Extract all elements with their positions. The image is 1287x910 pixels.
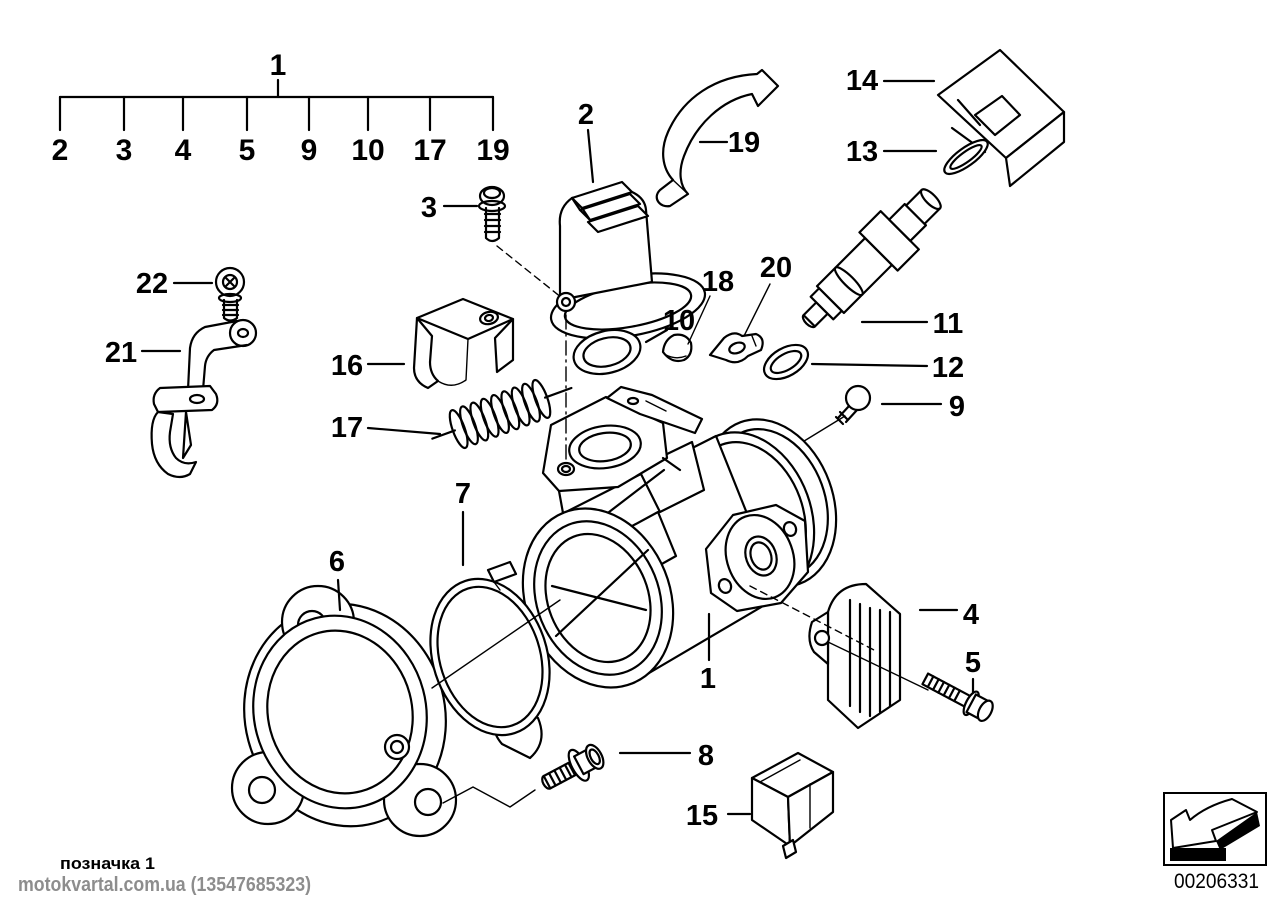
part-22-screw [214,266,248,334]
callout-15: 15 [686,800,718,832]
legend-child-label: 10 [351,134,384,167]
legend-parent-label: 1 [270,49,287,82]
part-14-connector-housing [936,48,1066,188]
callout-2: 2 [578,99,594,131]
callout-13: 13 [846,136,878,168]
part-15-cover-cap [750,751,835,860]
legend-child-label: 19 [476,134,509,167]
callout-7: 7 [455,478,471,510]
diagram-number: 00206331 [1174,870,1259,893]
legend-child-label: 4 [175,134,192,167]
diagram-number-stamp: 00206331 [1163,792,1267,893]
callout-20: 20 [760,252,792,284]
part-1-throttle-body [492,385,838,760]
part-19-retaining-clip [655,68,780,208]
part-17-spring [431,378,573,450]
corner-arrow-icon [1170,798,1260,861]
construction-lines [565,314,875,651]
callout-18: 18 [702,266,734,298]
labels: 1 2 3 4 5 9 10 17 19 3 2 19 14 13 11 12 … [52,49,981,832]
callout-10: 10 [663,305,695,337]
callout-17: 17 [331,412,363,444]
legend-child-label: 5 [239,134,256,167]
callout-1: 1 [700,663,716,695]
legend-child-label: 9 [301,134,318,167]
part-21-bracket [150,318,258,479]
legend-child-label: 17 [413,134,446,167]
note-link[interactable]: позначка 1 [60,854,155,873]
callout-11: 11 [933,308,964,340]
part-16-cable-cover [412,297,515,390]
callout-6: 6 [329,546,345,578]
callout-9: 9 [949,391,965,423]
callout-22: 22 [136,268,168,300]
callout-12: 12 [932,352,964,384]
part-10-seal-ring [572,328,642,376]
callout-8: 8 [698,740,714,772]
legend-child-label: 3 [116,134,133,167]
watermark-text: motokvartal.com.ua (13547685323) [18,874,311,896]
part-5-bolt [921,672,994,723]
leader-lines [140,79,975,816]
part-8-bolt [541,743,605,790]
callout-21: 21 [105,337,137,369]
part-3-screw [477,185,563,299]
part-6-intake-flange [230,584,536,838]
part-9-plug-screw [795,384,872,447]
part-20-clip [708,332,764,364]
callout-14: 14 [846,65,878,97]
part-18-cap [661,333,693,363]
part-7-clamp-ring [429,560,561,737]
part-13-o-ring [943,138,989,176]
part-2-idle-actuator [549,180,707,340]
part-11-fuel-injector [801,188,942,329]
part-12-o-ring [762,343,810,381]
callout-16: 16 [331,350,363,382]
callout-4: 4 [963,599,979,631]
legend-child-label: 2 [52,134,69,167]
callout-3: 3 [421,192,437,224]
legend-tree [58,78,495,132]
callout-5: 5 [965,647,981,679]
callout-19: 19 [728,127,760,159]
part-4-throttle-position-sensor [808,582,929,730]
